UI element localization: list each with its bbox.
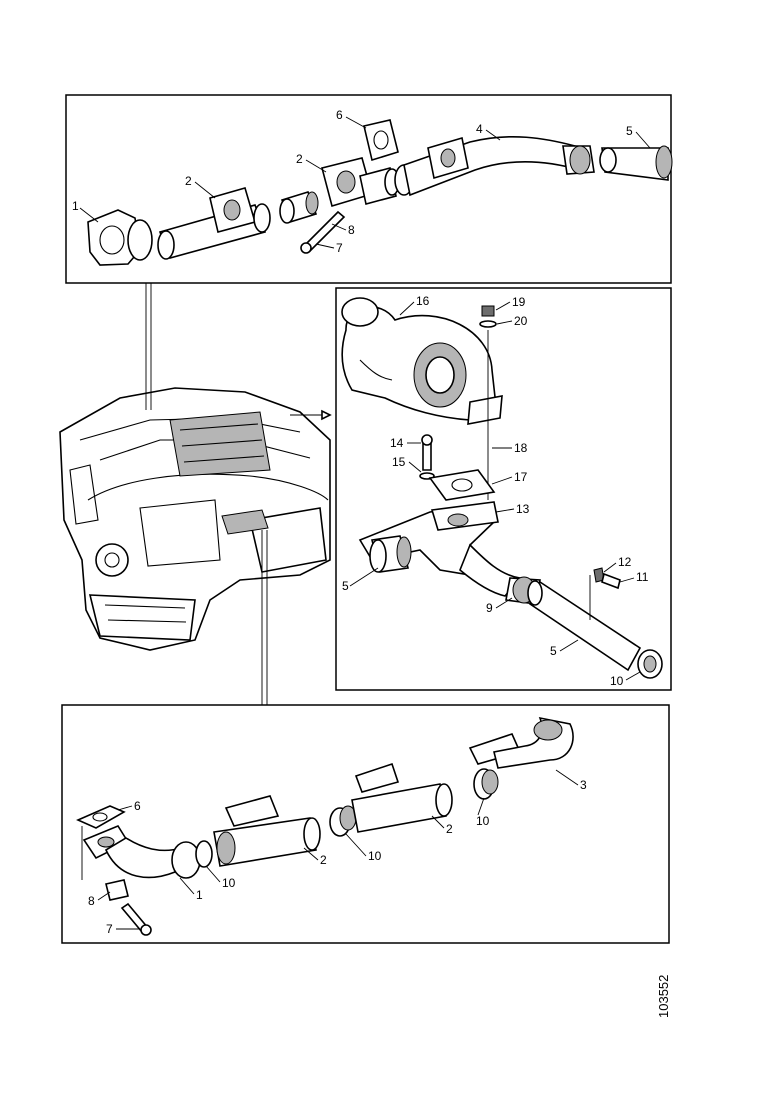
bottom-part-3 [468,716,574,769]
callout-bottom-1: 1 [196,888,203,902]
document-number: 103552 [656,975,671,1018]
callout-right-15: 15 [392,455,406,469]
callout-bottom-10b: 10 [368,849,382,863]
right-callouts: 16 19 20 14 15 18 17 13 5 12 11 9 5 10 [342,294,649,688]
bottom-sleeve-8 [105,879,129,901]
right-panel [335,287,672,691]
top-callouts: 1 2 2 6 4 5 8 7 [72,108,651,255]
callout-bottom-3: 3 [580,778,587,792]
top-part-4 [394,135,582,197]
callout-right-10: 10 [610,674,624,688]
bottom-part-2a [213,795,321,867]
callout-right-20: 20 [514,314,528,328]
callout-right-18: 18 [514,441,528,455]
bolt-11-12 [593,567,621,590]
top-gasket-6 [363,119,399,162]
callout-right-17: 17 [514,470,528,484]
callout-right-11: 11 [636,570,649,584]
top-sleeve [279,191,319,224]
ring-10 [637,649,663,679]
elbow-13 [358,501,522,597]
top-panel [65,94,673,284]
bottom-panel [61,704,670,944]
bottom-gasket-6 [76,805,126,829]
bottom-panel-frame [61,704,670,944]
callout-bottom-10c: 10 [476,814,490,828]
nut-washer-19-20 [479,305,497,328]
top-part-2a [157,187,271,260]
bolt-14-15 [419,434,435,480]
callout-right-13: 13 [516,502,530,516]
bottom-ring-10c [473,768,499,800]
callout-top-2b: 2 [296,152,303,166]
callout-right-12: 12 [618,555,632,569]
top-part-2b [321,157,400,208]
callout-right-9: 9 [486,601,493,615]
bottom-part-2b [351,762,453,833]
bottom-part-1 [82,825,201,879]
bottom-bolt-7 [120,902,152,936]
callout-top-2a: 2 [185,174,192,188]
engine-illustration [59,387,331,651]
bottom-ring-10b [329,805,357,837]
callout-bottom-2b: 2 [446,822,453,836]
callout-bottom-2a: 2 [320,853,327,867]
callout-top-7: 7 [336,241,343,255]
callout-right-16: 16 [416,294,430,308]
callout-bottom-6: 6 [134,799,141,813]
turbocharger-16 [341,297,503,425]
bottom-ring-10a [195,840,213,868]
right-pipe-5 [527,580,642,672]
top-sleeve-2 [562,145,595,175]
callout-top-8: 8 [348,223,355,237]
connection-leaders [145,283,332,705]
callout-right-14: 14 [390,436,404,450]
callout-top-5: 5 [626,124,633,138]
callout-right-5a: 5 [342,579,349,593]
callout-bottom-8: 8 [88,894,95,908]
right-sleeve-5 [369,535,412,573]
callout-top-1: 1 [72,199,79,213]
top-part-5 [599,145,673,181]
right-panel-frame [335,287,672,691]
callout-right-5b: 5 [550,644,557,658]
bottom-callouts: 6 8 7 1 10 2 10 2 10 3 [88,769,587,936]
callout-right-19: 19 [512,295,526,309]
callout-top-6: 6 [336,108,343,122]
callout-top-4: 4 [476,122,483,136]
top-panel-frame [65,94,672,284]
callout-bottom-7: 7 [106,922,113,936]
top-bolt [300,210,346,254]
gasket-17 [428,469,496,501]
callout-bottom-10a: 10 [222,876,236,890]
top-part-1 [87,209,153,266]
